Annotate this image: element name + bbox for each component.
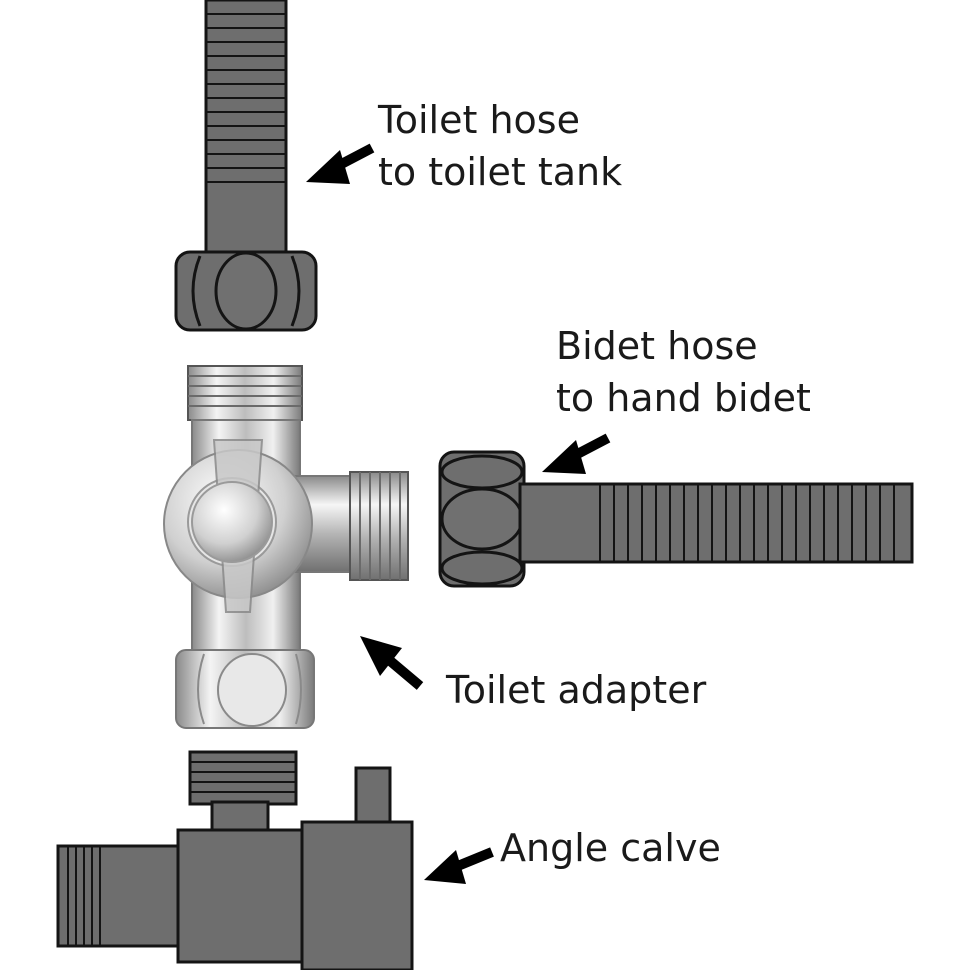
toilet-adapter-label: Toilet adapter xyxy=(446,668,707,712)
toilet-hose xyxy=(204,0,288,257)
toilet-hose-label-line1: Toilet hose xyxy=(378,98,580,142)
bidet-hose-label-line2: to hand bidet xyxy=(556,376,811,420)
angle-valve-label: Angle calve xyxy=(500,826,721,870)
bidet-hose-nut xyxy=(438,450,526,588)
arrow-toilet-hose xyxy=(306,143,375,184)
toilet-adapter xyxy=(163,365,409,729)
bidet-hose-label-line1: Bidet hose xyxy=(556,324,758,368)
angle-valve xyxy=(56,750,414,970)
arrow-toilet-adapter xyxy=(360,636,424,690)
toilet-hose-label-line2: to toilet tank xyxy=(378,150,623,194)
arrow-angle-valve xyxy=(424,847,494,884)
toilet-hose-nut xyxy=(174,250,318,332)
arrow-bidet-hose xyxy=(542,433,611,474)
bidet-hose xyxy=(518,482,914,564)
